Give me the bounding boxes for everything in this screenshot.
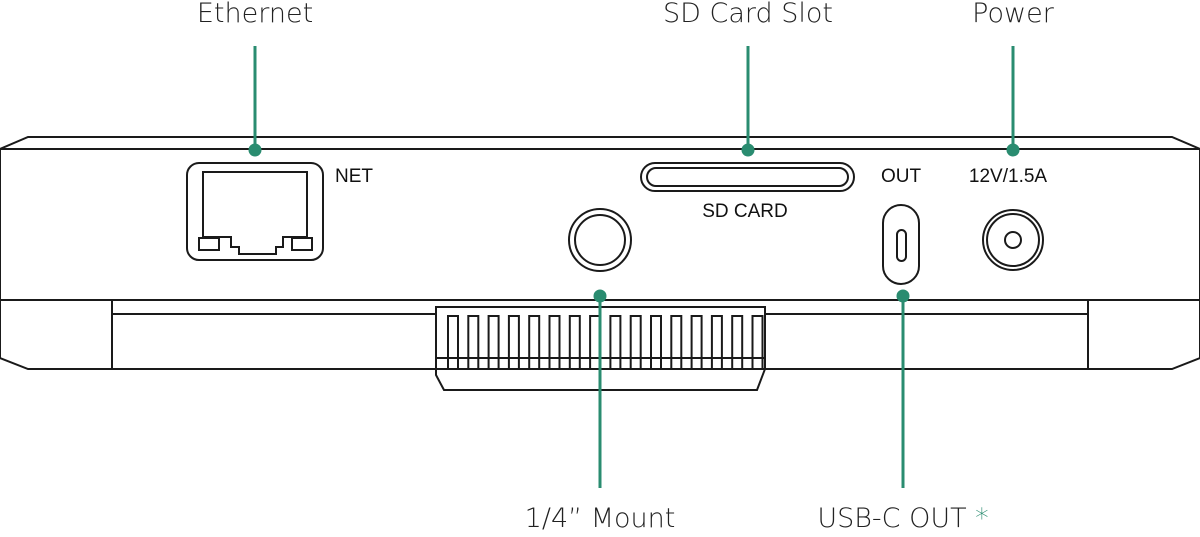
sd-card-label: SD CARD — [702, 201, 788, 222]
grill-fin — [731, 315, 744, 369]
ethernet-leader-dot — [248, 143, 262, 157]
power-leader-dot — [1006, 143, 1020, 157]
grill-fin — [670, 315, 683, 369]
out-label: OUT — [880, 166, 922, 187]
sd-card-slot — [640, 162, 855, 192]
grill-fin — [467, 315, 480, 369]
grill-fin — [528, 315, 541, 369]
power-rating-label: 12V/1.5A — [968, 166, 1048, 187]
usb-c-port — [882, 204, 920, 285]
ethernet-callout: Ethernet — [196, 0, 314, 29]
usb-c-port-inner — [896, 229, 907, 262]
power-jack-pin — [1004, 231, 1022, 249]
sd-card-slot-callout: SD Card Slot — [662, 0, 834, 29]
power-jack-ring — [986, 213, 1040, 267]
grill-fin — [507, 315, 520, 369]
ethernet-led-right — [291, 237, 313, 251]
usb-c-note-asterisk: * — [975, 503, 989, 534]
ethernet-led-left — [198, 237, 220, 251]
grill-fin — [568, 315, 581, 369]
mount-callout: 1/4” Mount — [524, 503, 676, 534]
mount-hole-inner — [574, 214, 626, 266]
right-foot — [1087, 300, 1200, 370]
grill-fin — [487, 315, 500, 369]
mount-hole — [568, 208, 632, 272]
grill-fin — [548, 315, 561, 369]
grill-fin — [690, 315, 703, 369]
usb-leader-dot — [896, 289, 910, 303]
device-top-edge — [0, 136, 1200, 150]
usb-c-out-label: USB-C OUT — [817, 503, 967, 534]
ethernet-port — [186, 162, 324, 261]
grill-fin — [751, 315, 764, 369]
usb-c-out-callout: USB-C OUT * — [817, 503, 988, 534]
grill-fin — [447, 315, 459, 369]
power-jack — [982, 209, 1044, 271]
grill-fin — [710, 315, 723, 369]
power-callout: Power — [972, 0, 1054, 29]
sd-leader-dot — [741, 143, 755, 157]
sd-card-slot-inner — [646, 167, 849, 187]
left-foot — [0, 300, 113, 370]
grill-fin — [629, 315, 642, 369]
grill-fin — [609, 315, 622, 369]
net-label: NET — [335, 166, 373, 187]
mount-leader-dot — [593, 289, 607, 303]
grill-fin — [650, 315, 662, 369]
